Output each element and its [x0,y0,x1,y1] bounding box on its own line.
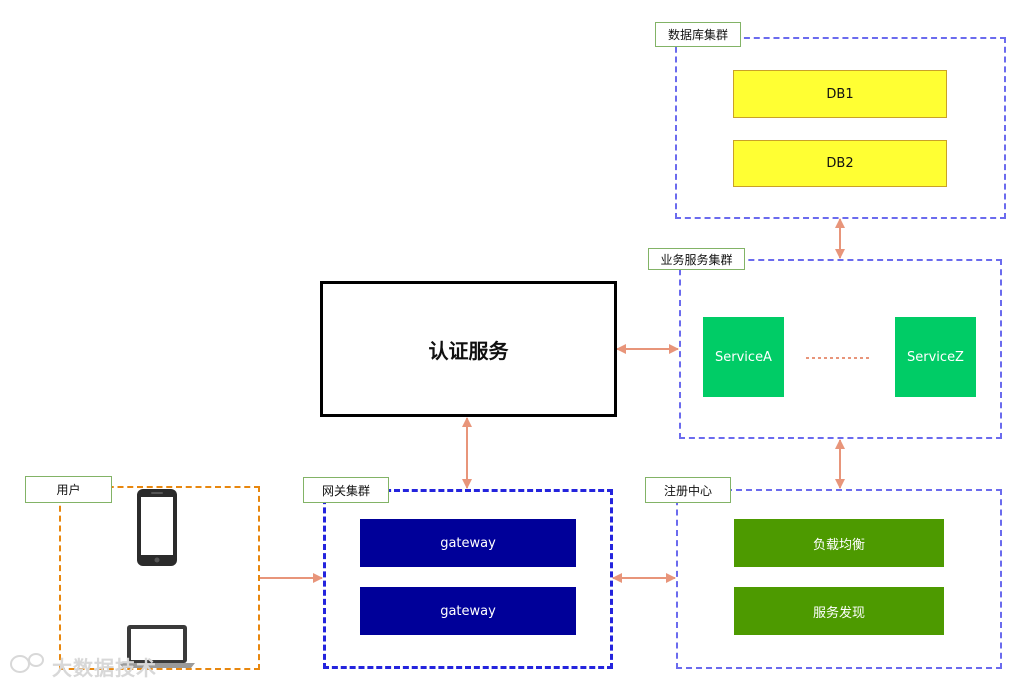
business-service-cluster [679,259,1002,439]
watermark: 大数据技术 [8,651,157,681]
database-cluster [675,37,1006,219]
service-discovery-node: 服务发现 [734,587,944,635]
gateway-cluster [323,489,613,669]
service-a-node: ServiceA [703,317,784,397]
service-z-node: ServiceZ [895,317,976,397]
watermark-text: 大数据技术 [52,655,157,680]
phone-icon [137,489,177,566]
db1-node: DB1 [733,70,947,118]
load-balance-node: 负载均衡 [734,519,944,567]
registry-center-label: 注册中心 [645,477,731,503]
business-cluster-label: 业务服务集群 [648,248,745,270]
laptop-icon [119,625,195,668]
watermark-logo-icon [10,653,44,673]
database-cluster-label: 数据库集群 [655,22,741,47]
gateway-cluster-label: 网关集群 [303,477,389,503]
gateway-node-2: gateway [360,587,576,635]
db2-node: DB2 [733,140,947,187]
auth-service-node: 认证服务 [320,281,617,417]
user-group [59,486,260,670]
registry-center [676,489,1002,669]
gateway-node-1: gateway [360,519,576,567]
user-label: 用户 [25,476,112,503]
